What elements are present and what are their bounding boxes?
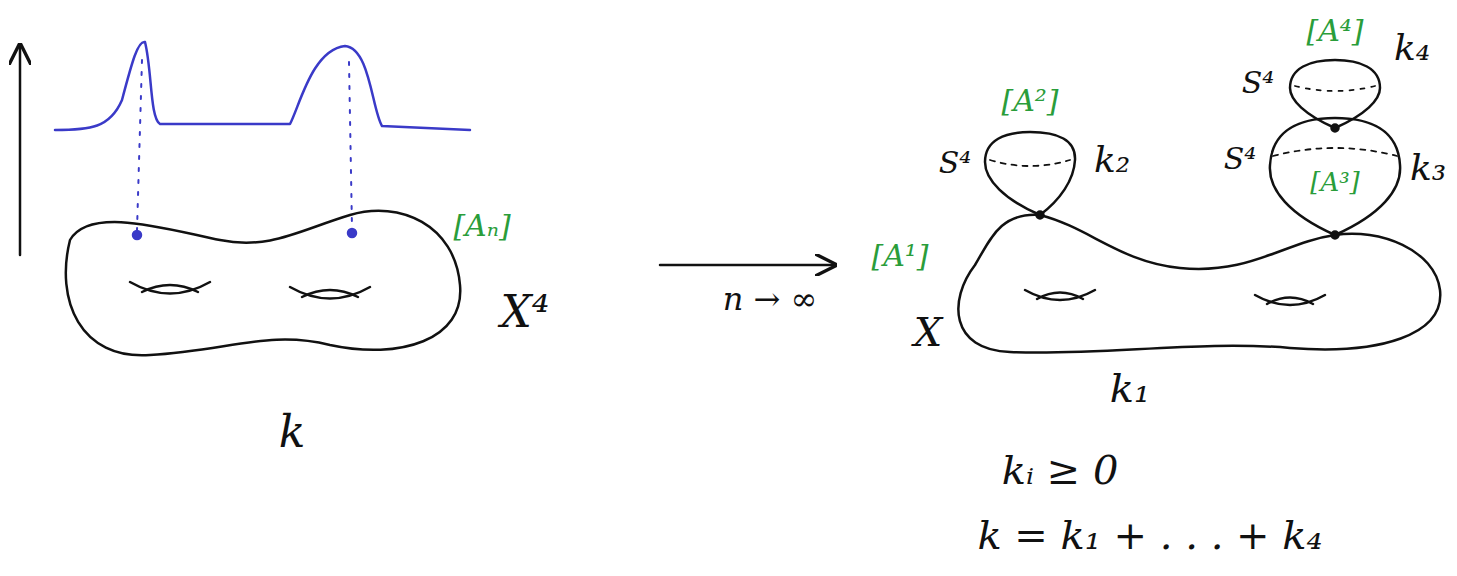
- attach-point: [1332, 232, 1339, 239]
- surface-hole: [1255, 295, 1325, 305]
- manifold-label: X⁴: [501, 288, 550, 336]
- limit-label: n → ∞: [723, 282, 817, 317]
- surface-hole: [130, 282, 210, 294]
- bubble-sphere: [1290, 60, 1380, 128]
- surface-hole: [142, 285, 198, 292]
- sphere-equator: [990, 160, 1070, 166]
- attach-point: [1037, 212, 1044, 219]
- surface-hole: [1037, 293, 1083, 300]
- bubble-point: [348, 229, 356, 237]
- dotted-line: [349, 62, 352, 228]
- sphere-equator: [1295, 86, 1375, 91]
- attach-point: [1332, 125, 1339, 132]
- connection-label: [A³]: [1310, 168, 1360, 197]
- manifold-label: X: [914, 310, 942, 354]
- bubble-point: [133, 231, 141, 239]
- surface-hole: [290, 287, 370, 299]
- surface-hole: [1267, 298, 1313, 305]
- sphere-label: S⁴: [1242, 66, 1275, 99]
- condition-label: kᵢ ≥ 0: [1002, 448, 1119, 492]
- limit-surface: [958, 215, 1440, 353]
- sphere-label: S⁴: [939, 146, 972, 179]
- bubble-sphere: [985, 132, 1075, 215]
- surface-hole: [302, 290, 358, 297]
- charge-label: k₄: [1394, 28, 1430, 68]
- charge-label: k: [279, 408, 306, 456]
- surface-hole: [1025, 290, 1095, 300]
- sum-formula: k = k₁ + . . . + k₄: [977, 513, 1322, 557]
- connection-label: [A¹]: [871, 239, 928, 272]
- charge-label: k₃: [1410, 148, 1446, 188]
- charge-label: k₁: [1110, 366, 1150, 410]
- manifold-surface: [66, 211, 460, 356]
- connection-label: [Aₙ]: [453, 209, 510, 242]
- bubble-sphere: [1270, 118, 1400, 235]
- sphere-label: S⁴: [1224, 142, 1257, 175]
- connection-label: [A²]: [1001, 84, 1058, 117]
- dotted-line: [137, 60, 142, 230]
- sphere-equator: [1273, 148, 1397, 156]
- charge-label: k₂: [1094, 140, 1130, 180]
- axis-arrow: [19, 45, 22, 255]
- connection-label: [A⁴]: [1306, 14, 1363, 47]
- limit-arrow: [660, 264, 835, 267]
- density-curve: [55, 42, 470, 130]
